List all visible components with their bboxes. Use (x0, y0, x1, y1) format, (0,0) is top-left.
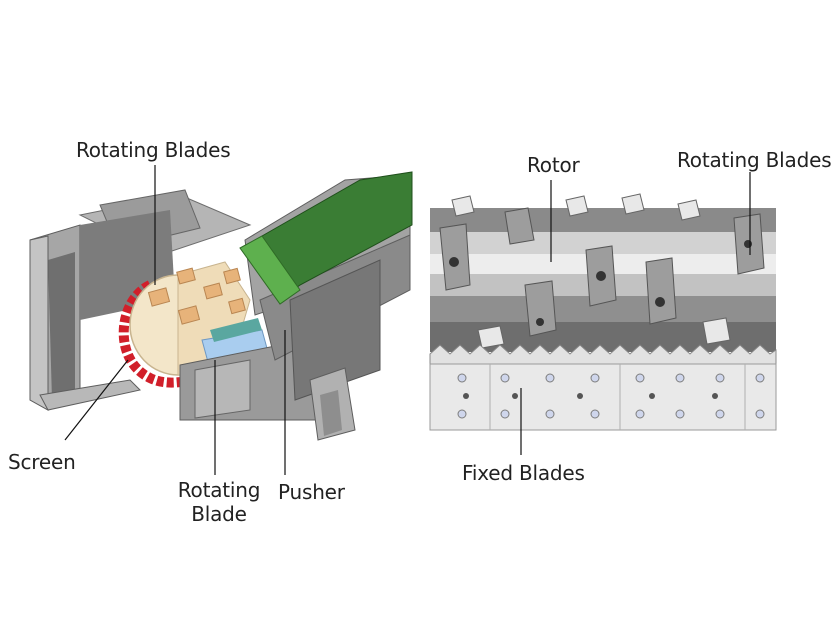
rotor-blades (147, 267, 246, 325)
label-screen: Screen (8, 450, 76, 474)
leader-lines-left (64, 165, 286, 475)
label-pusher: Pusher (278, 480, 345, 504)
shredder-cutaway (29, 165, 413, 475)
pusher-face (239, 235, 301, 305)
plate-center-pins (463, 393, 718, 399)
label-rotating-blade: Rotating Blade (176, 478, 262, 526)
fixed-blade-plate (429, 363, 777, 431)
left-frame-inner (48, 252, 75, 400)
label-rotating-blades-left: Rotating Blades (76, 138, 231, 162)
label-rotating-blade-line1: Rotating (177, 478, 261, 502)
side-panel (289, 259, 381, 401)
label-fixed-blades: Fixed Blades (462, 461, 585, 485)
label-rotating-blades-right: Rotating Blades (677, 148, 832, 172)
fixed-blade-teeth (429, 344, 777, 365)
label-rotating-blade-line2: Blade (191, 502, 247, 526)
rotor-closeup (429, 172, 777, 455)
blade-teeth (210, 318, 262, 342)
blade-tips (451, 193, 731, 349)
label-rotor: Rotor (527, 153, 580, 177)
plate-bolt-holes (457, 373, 765, 419)
leader-lines-right (520, 172, 751, 455)
plate-seams (489, 364, 746, 430)
bottom-rail (39, 379, 142, 411)
